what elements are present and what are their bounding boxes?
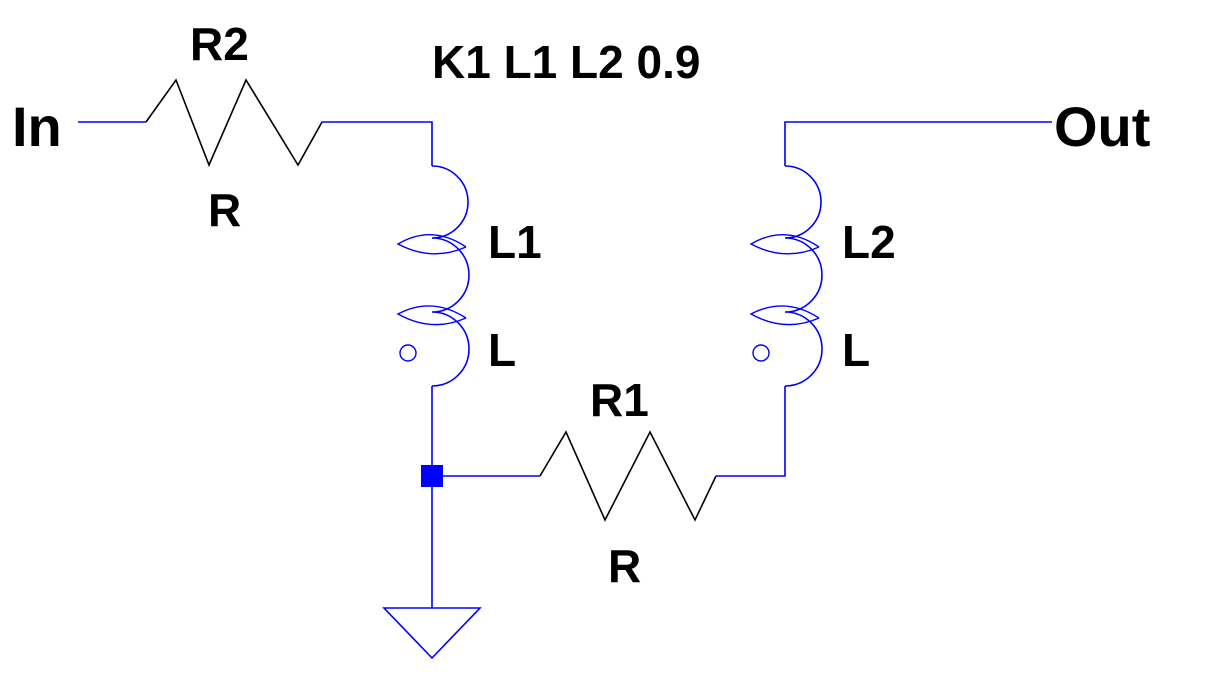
l2-ref-label: L2	[842, 216, 896, 268]
l2-phase-dot	[752, 344, 770, 362]
l2-coil	[784, 165, 823, 387]
l1-coil	[431, 165, 470, 387]
r2-to-l1-wire	[322, 121, 433, 166]
r1-ref-label: R1	[590, 374, 649, 426]
r1-zigzag	[539, 430, 717, 522]
l2-inductor[interactable]	[749, 165, 823, 387]
l2-to-out-wire	[784, 121, 1052, 166]
r2-zigzag	[145, 78, 323, 168]
input-port-label[interactable]: In	[12, 95, 62, 158]
r1-value-label: R	[608, 540, 641, 592]
r2-ref-label: R2	[190, 18, 249, 70]
l1-loop-upper	[396, 234, 467, 255]
ground-symbol[interactable]	[382, 607, 482, 660]
r1-resistor[interactable]	[539, 430, 717, 522]
l2-value-label: L	[842, 324, 870, 376]
output-port-label[interactable]: Out	[1054, 95, 1150, 158]
l1-ref-label: L1	[488, 216, 542, 268]
l1-loop-lower	[396, 305, 467, 326]
l1-phase-dot	[399, 344, 417, 362]
r2-resistor[interactable]	[78, 78, 323, 168]
l1-inductor[interactable]	[396, 165, 470, 387]
r1-to-l2-wire	[716, 386, 786, 477]
node-junction[interactable]	[421, 465, 443, 487]
r2-value-label: R	[208, 184, 241, 236]
coupling-directive[interactable]: K1 L1 L2 0.9	[432, 36, 700, 88]
l2-loop-upper	[749, 234, 820, 255]
l2-loop-lower	[749, 305, 820, 326]
l1-value-label: L	[488, 324, 516, 376]
